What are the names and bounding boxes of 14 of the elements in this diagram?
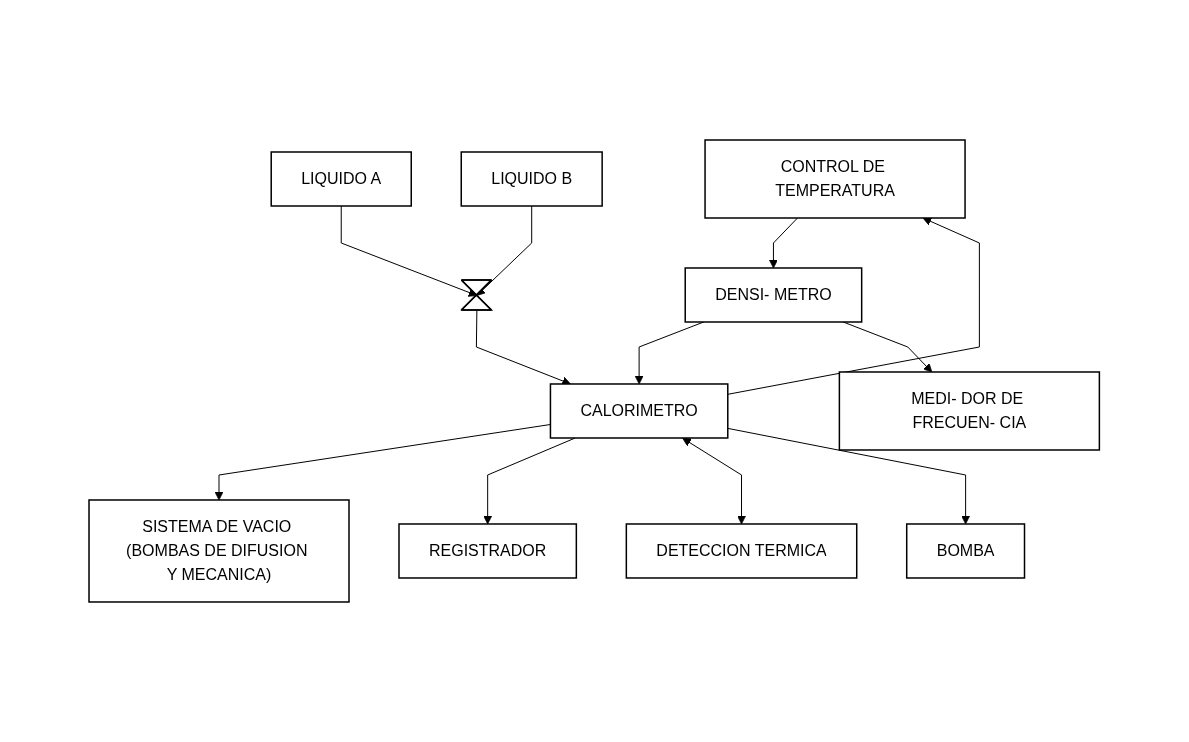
node-box: BOMBA bbox=[906, 523, 1026, 579]
arrow bbox=[843, 321, 933, 373]
arrow bbox=[769, 217, 799, 269]
node-box: DENSI- METRO bbox=[684, 267, 863, 323]
node-box: CONTROL DE TEMPERATURA bbox=[704, 139, 967, 219]
node-box: LIQUIDO A bbox=[270, 151, 413, 207]
node-box: DETECCION TERMICA bbox=[625, 523, 858, 579]
node-box: LIQUIDO B bbox=[460, 151, 604, 207]
node-box: SISTEMA DE VACIO (BOMBAS DE DIFUSION Y MECANICA) bbox=[88, 499, 351, 603]
arrow bbox=[483, 437, 576, 525]
arrow bbox=[682, 437, 747, 525]
node-box: REGISTRADOR bbox=[398, 523, 578, 579]
node-box: CALORIMETRO bbox=[550, 383, 729, 439]
node-box: MEDI- DOR DE FRECUEN- CIA bbox=[838, 371, 1101, 451]
